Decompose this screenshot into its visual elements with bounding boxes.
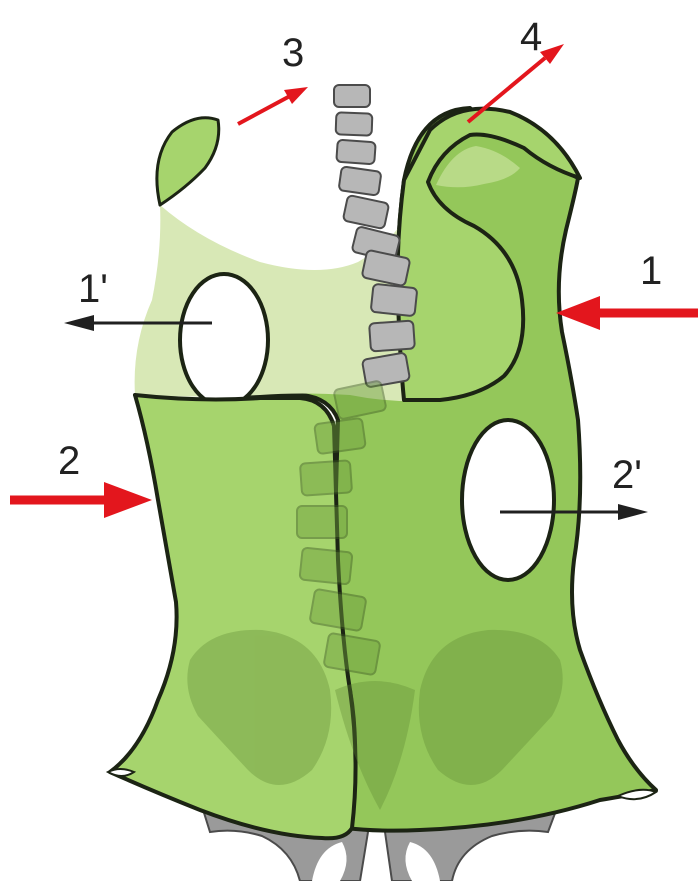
lower-vertebra-4 (297, 506, 347, 538)
upper-vertebra-3 (336, 140, 375, 165)
label-4: 4 (520, 15, 542, 59)
label-2: 2 (58, 439, 80, 483)
upper-vertebra-8 (371, 284, 418, 316)
label-1: 1 (640, 249, 662, 293)
upper-vertebra-9 (369, 320, 415, 351)
arrow-4-correction (468, 44, 564, 122)
label-1-prime: 1' (78, 267, 108, 311)
label-2-prime: 2' (612, 453, 642, 497)
upper-vertebra-1 (334, 85, 370, 107)
label-3: 3 (282, 31, 304, 75)
lower-vertebra-5 (299, 547, 352, 584)
arrow-1-force (556, 296, 698, 330)
upper-vertebra-2 (336, 112, 373, 135)
lower-vertebra-2 (314, 418, 366, 454)
lower-vertebra-3 (300, 460, 352, 495)
right-window-opening (462, 420, 554, 580)
arrow-3-correction (238, 87, 308, 124)
brace-left-horn (157, 118, 219, 205)
left-window-opening (180, 274, 268, 406)
bottom-left-tab (108, 769, 134, 776)
upper-vertebra-5 (343, 195, 389, 229)
upper-vertebra-4 (339, 166, 382, 195)
arrow-2-force (10, 482, 152, 518)
